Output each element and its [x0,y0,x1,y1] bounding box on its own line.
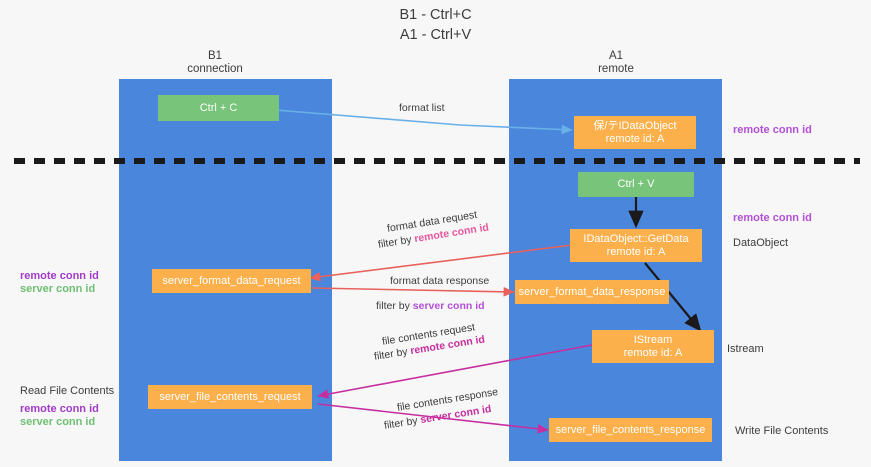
edge-label-format-list: format list [399,102,445,114]
annotation-dataobject: DataObject [733,237,789,249]
annotation-istream: Istream [727,343,764,355]
edge-label-format-data-response-filter: filter by server conn id [376,299,485,313]
annotation-left-remote-conn-id-mid: remote conn id [20,270,99,282]
node-server-format-data-response-label: server_format_data_response [518,285,666,298]
node-idataobject-getdata-line1: IDataObject::GetData [583,232,689,245]
node-istream[interactable]: IStream remote id: A [592,330,714,363]
edge-label-format-data-response: format data response [390,275,490,287]
column-header-a1: A1 remote [556,50,676,76]
column-header-b1-role: connection [187,63,243,75]
node-save-idataobject-line1: 保/テIDataObject [593,119,677,132]
node-ctrl-c[interactable]: Ctrl + C [158,95,279,121]
node-server-file-contents-response-label: server_file_contents_response [555,423,706,436]
node-server-format-data-response[interactable]: server_format_data_response [515,280,669,304]
node-idataobject-getdata[interactable]: IDataObject::GetData remote id: A [570,229,702,262]
node-istream-line1: IStream [633,333,673,346]
node-istream-line2: remote id: A [623,346,683,359]
node-ctrl-c-label: Ctrl + C [199,101,238,114]
node-idataobject-getdata-line2: remote id: A [606,245,666,258]
page-title: B1 - Ctrl+C A1 - Ctrl+V [0,5,871,45]
annotation-write-file-contents: Write File Contents [735,425,829,437]
annotation-left-remote-conn-id-bottom: remote conn id [20,403,99,415]
node-save-idataobject-line2: remote id: A [605,132,665,145]
edge-label-format-data-request-filter-prefix: filter by [377,233,416,251]
node-server-format-data-request[interactable]: server_format_data_request [152,269,311,293]
node-ctrl-v-label: Ctrl + V [617,178,655,190]
node-server-file-contents-request-label: server_file_contents_request [159,390,301,403]
column-header-a1-role: remote [598,63,634,75]
edge-label-file-contents-response-filter-prefix: filter by [383,414,422,432]
edge-label-format-data-response-filter-key: server conn id [412,300,485,312]
annotation-remote-conn-id-mid: remote conn id [733,212,812,224]
node-server-file-contents-request[interactable]: server_file_contents_request [148,385,312,409]
edge-label-format-data-response-filter-prefix: filter by [376,300,413,312]
column-header-a1-name: A1 [608,50,624,62]
annotation-left-server-conn-id-bottom: server conn id [20,416,96,428]
title-line-1: B1 - Ctrl+C [399,7,472,23]
edge-label-file-contents-request-filter-prefix: filter by [373,345,412,363]
title-line-2: A1 - Ctrl+V [399,27,472,43]
node-save-idataobject[interactable]: 保/テIDataObject remote id: A [574,116,696,149]
column-header-b1: B1 connection [155,50,275,76]
annotation-read-file-contents: Read File Contents [20,385,115,397]
column-header-b1-name: B1 [207,50,223,62]
node-server-file-contents-response[interactable]: server_file_contents_response [549,418,712,442]
annotation-left-server-conn-id-mid: server conn id [20,283,96,295]
node-ctrl-v[interactable]: Ctrl + V [578,172,694,197]
node-server-format-data-request-label: server_format_data_request [162,274,301,287]
annotation-remote-conn-id-top: remote conn id [733,124,812,136]
